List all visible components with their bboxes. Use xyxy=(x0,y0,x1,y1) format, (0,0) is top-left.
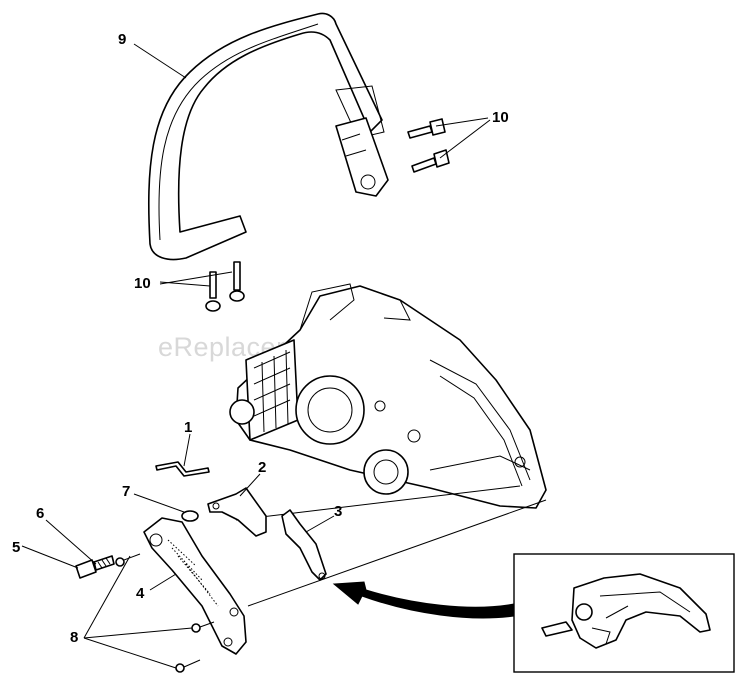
guard-screw-b xyxy=(191,621,215,633)
callout-4: 4 xyxy=(136,585,145,602)
callout-10-left: 10 xyxy=(134,275,151,292)
leader-9 xyxy=(133,43,187,79)
leader-8-a xyxy=(83,555,131,639)
guard-bolt xyxy=(75,555,115,579)
callout-6: 6 xyxy=(36,505,44,522)
front-handle-bar xyxy=(148,12,389,261)
leader-5 xyxy=(21,545,79,569)
callout-10-upper: 10 xyxy=(492,109,509,126)
hand-guard xyxy=(143,517,247,655)
handle-screw-upper xyxy=(407,118,446,139)
handle-screw-left-a xyxy=(205,271,221,312)
callout-3: 3 xyxy=(334,503,342,520)
leader-10-upper-a xyxy=(435,117,489,127)
callout-2: 2 xyxy=(258,459,266,476)
washer xyxy=(181,510,199,522)
callout-8: 8 xyxy=(70,629,78,646)
callout-7: 7 xyxy=(122,483,130,500)
handle-screw-left-b xyxy=(229,261,245,302)
assembly-line-lower xyxy=(247,499,547,607)
guard-spring xyxy=(97,557,111,569)
detail-arrow xyxy=(332,581,515,619)
leader-8-b xyxy=(83,627,193,639)
chain-brake-lever xyxy=(281,509,327,581)
guard-screw-a xyxy=(115,553,141,567)
leader-2 xyxy=(239,473,261,497)
callout-9: 9 xyxy=(118,31,126,48)
chain-brake-bracket xyxy=(207,487,267,537)
leader-10-left-b xyxy=(159,271,233,285)
leader-7 xyxy=(133,493,185,513)
leader-4 xyxy=(149,573,177,591)
spring-clip xyxy=(155,461,210,477)
callout-5: 5 xyxy=(12,539,20,556)
crankcase-housing xyxy=(229,283,547,509)
handle-screw-lower xyxy=(411,149,450,173)
leader-1 xyxy=(183,433,191,467)
guard-screw-c xyxy=(175,659,201,673)
leader-6 xyxy=(45,519,97,565)
leader-3 xyxy=(305,515,335,533)
leader-10-upper-b xyxy=(439,119,491,159)
detail-inset xyxy=(513,553,735,673)
leader-8-c xyxy=(83,637,177,669)
callout-1: 1 xyxy=(184,419,192,436)
